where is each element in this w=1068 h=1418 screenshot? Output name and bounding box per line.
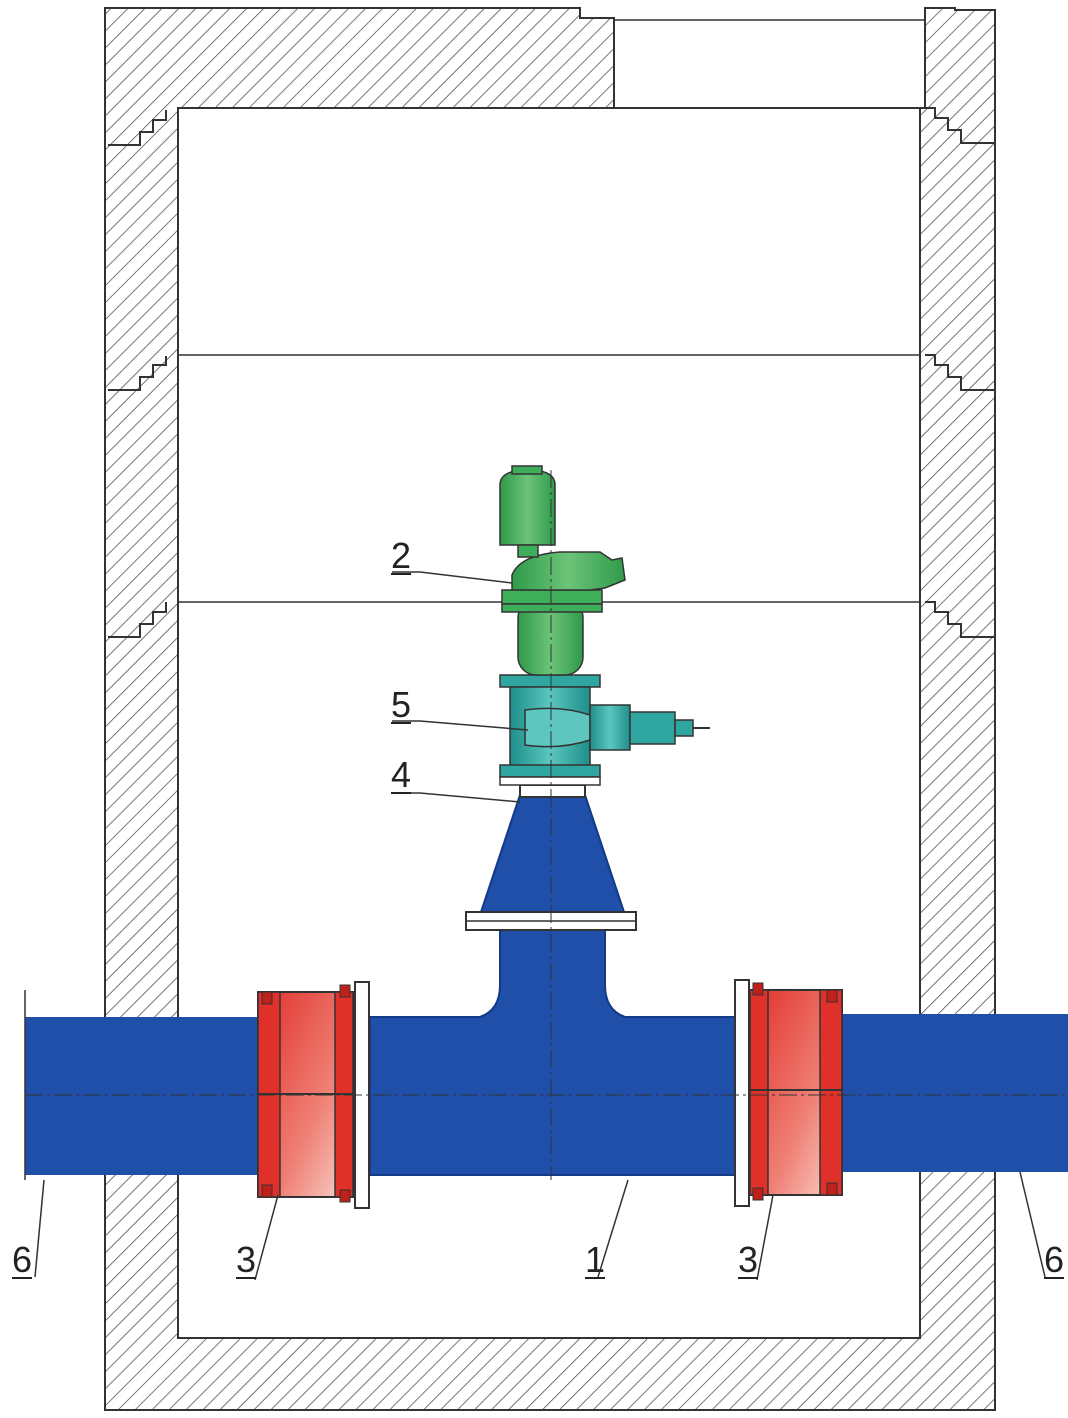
callout-6-left: 6 — [12, 1239, 33, 1280]
callout-5: 5 — [391, 684, 412, 725]
coupling-right — [749, 982, 843, 1201]
pipe-right — [838, 1014, 1068, 1172]
centerlines — [25, 470, 1068, 1180]
callout-3-left: 3 — [236, 1239, 257, 1280]
callout-4: 4 — [391, 754, 412, 795]
gate-valve — [499, 674, 710, 786]
callout-3-right: 3 — [738, 1239, 759, 1280]
outer-pipes — [24, 990, 1068, 1180]
pipe-left — [25, 1017, 265, 1175]
callout-1: 1 — [585, 1239, 606, 1280]
callout-2: 2 — [391, 535, 412, 576]
leader-lines — [34, 571, 1046, 1281]
callout-6-right: 6 — [1044, 1239, 1065, 1280]
coupling-left — [257, 984, 354, 1203]
